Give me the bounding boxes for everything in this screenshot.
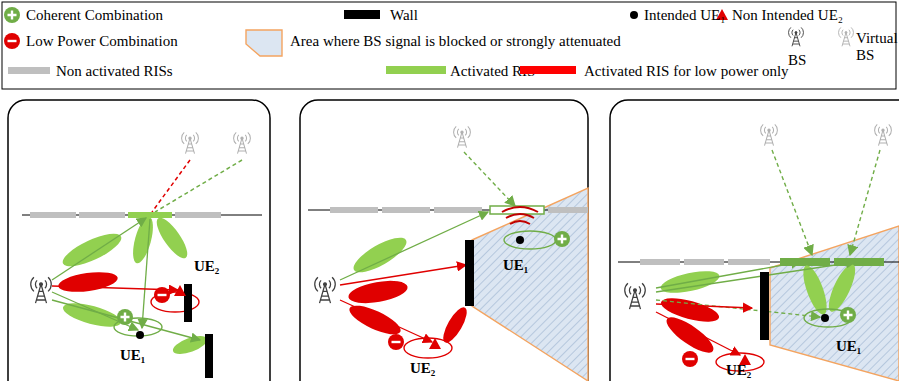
legend-text: Non activated RISs — [56, 63, 173, 80]
ue-label: UE₁ — [836, 338, 861, 355]
legend-text: Wall — [390, 7, 418, 24]
legend-text: BS — [788, 52, 806, 69]
legend-text: Intended UE₁ — [644, 7, 725, 24]
ue-label: UE₂ — [194, 258, 219, 275]
legend-swatch — [520, 66, 576, 74]
legend-swatch — [344, 10, 380, 19]
legend-text: Area where BS signal is blocked or stron… — [290, 33, 621, 50]
legend-text: Non Intended UE₂ — [732, 7, 843, 24]
legend-swatch — [8, 67, 50, 74]
ue-label: UE₁ — [120, 347, 145, 364]
ue-label: UE₂ — [726, 362, 751, 379]
ue-label: UE₂ — [410, 360, 435, 377]
legend-swatch — [386, 66, 446, 74]
legend-text: Activated RIS for low power only — [584, 63, 789, 80]
legend-text: Low Power Combination — [26, 33, 178, 50]
legend-text: Coherent Combination — [26, 7, 163, 24]
legend-text: Virtual BS — [856, 30, 890, 63]
ue-label: UE₁ — [503, 257, 528, 274]
